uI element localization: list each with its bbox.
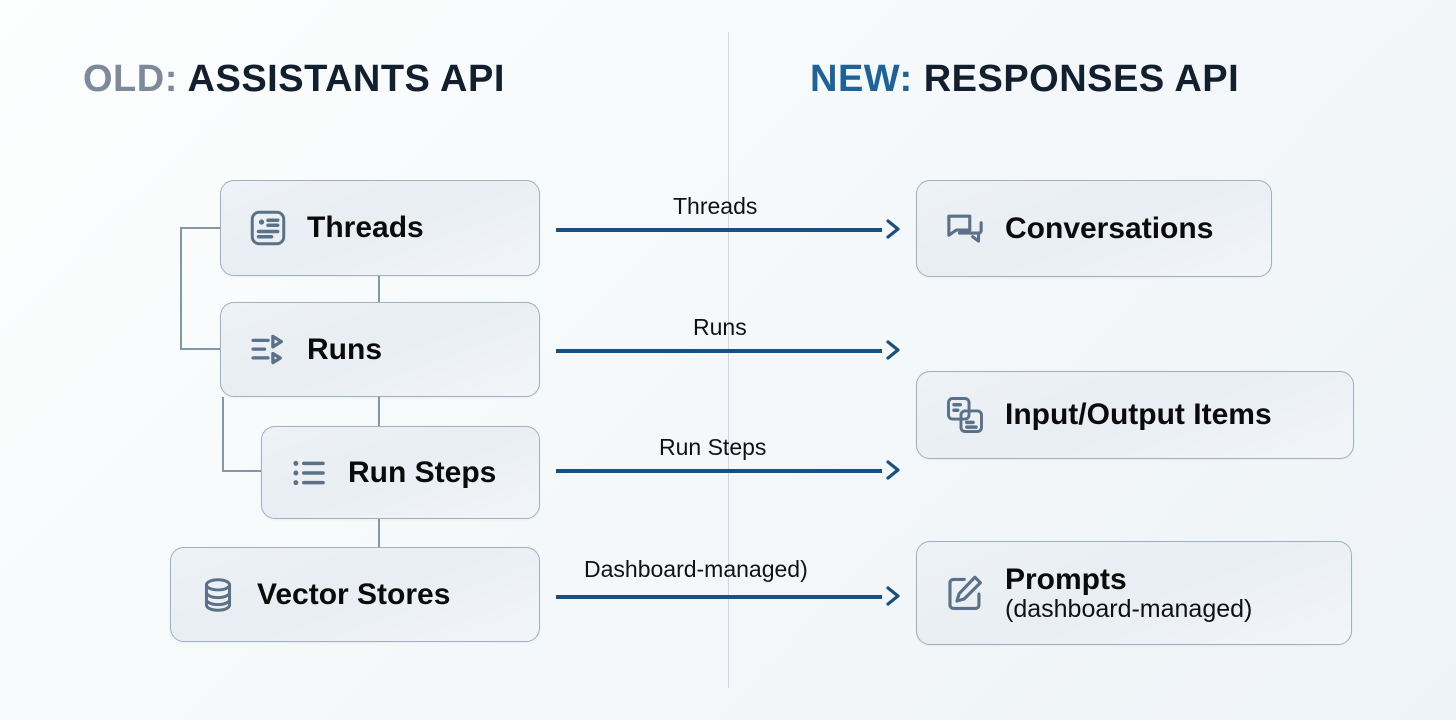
center-divider	[728, 32, 729, 688]
connector-runs-to-runsteps	[378, 397, 380, 426]
arrowhead-icon	[886, 586, 900, 606]
contact-card-icon	[250, 210, 286, 246]
page-title-left: OLD: ASSISTANTS API	[83, 58, 505, 101]
arrow-shaft	[556, 595, 882, 599]
node-conversations[interactable]: Conversations	[916, 180, 1272, 277]
connector-threads-to-runs	[378, 276, 380, 302]
arrow-shaft	[556, 349, 882, 353]
node-conversations-label: Conversations	[1005, 211, 1214, 245]
node-run-steps[interactable]: Run Steps	[261, 426, 540, 519]
mapping-label-run-steps: Run Steps	[659, 434, 767, 460]
bracket-runsteps-horizontal	[222, 470, 263, 472]
node-threads[interactable]: Threads	[220, 180, 540, 276]
node-runs[interactable]: Runs	[220, 302, 540, 397]
page-title-right: NEW: RESPONSES API	[810, 58, 1239, 101]
mapping-label-runs: Runs	[693, 314, 747, 340]
node-vector-stores-label: Vector Stores	[257, 577, 451, 611]
bracket-runs-to-runsteps-vertical	[222, 397, 224, 472]
node-prompts-subtitle: (dashboard-managed)	[1005, 595, 1253, 624]
arrow-shaft	[556, 469, 882, 473]
database-icon	[204, 577, 232, 612]
node-run-steps-label: Run Steps	[348, 455, 497, 489]
mapping-arrow-dashboard-managed	[556, 584, 904, 608]
arrowhead-icon	[886, 340, 900, 360]
mapping-arrow-run-steps	[556, 458, 904, 482]
bulleted-list-icon	[293, 460, 325, 485]
bracket-runs-horizontal	[180, 348, 222, 350]
list-play-icon	[251, 334, 283, 364]
title-left-main: ASSISTANTS API	[187, 58, 505, 100]
arrowhead-icon	[886, 460, 900, 480]
node-prompts-title: Prompts	[1005, 562, 1127, 596]
mapping-label-dashboard-managed: Dashboard-managed)	[584, 556, 808, 582]
title-right-prefix: NEW:	[810, 58, 913, 100]
chat-bubbles-icon	[947, 214, 983, 243]
title-right-main: RESPONSES API	[923, 58, 1240, 100]
node-input-output-items-label: Input/Output Items	[1005, 398, 1272, 432]
mapping-arrow-runs	[556, 338, 904, 362]
arrow-shaft	[556, 228, 882, 232]
copy-documents-icon	[947, 397, 983, 433]
edit-pencil-square-icon	[948, 575, 982, 610]
node-runs-label: Runs	[307, 332, 382, 366]
bracket-threads-vertical	[180, 227, 182, 349]
mapping-arrow-threads	[556, 217, 904, 241]
connector-runsteps-to-vectorstores	[378, 519, 380, 547]
node-threads-label: Threads	[307, 211, 424, 245]
node-vector-stores[interactable]: Vector Stores	[170, 547, 540, 642]
node-prompts[interactable]: Prompts (dashboard-managed)	[916, 541, 1352, 645]
title-left-prefix: OLD:	[83, 58, 178, 100]
node-input-output-items[interactable]: Input/Output Items	[916, 371, 1354, 459]
bracket-threads-horizontal	[180, 227, 222, 229]
arrowhead-icon	[886, 219, 900, 239]
node-prompts-label: Prompts (dashboard-managed)	[1005, 562, 1253, 624]
mapping-label-threads: Threads	[673, 193, 758, 219]
